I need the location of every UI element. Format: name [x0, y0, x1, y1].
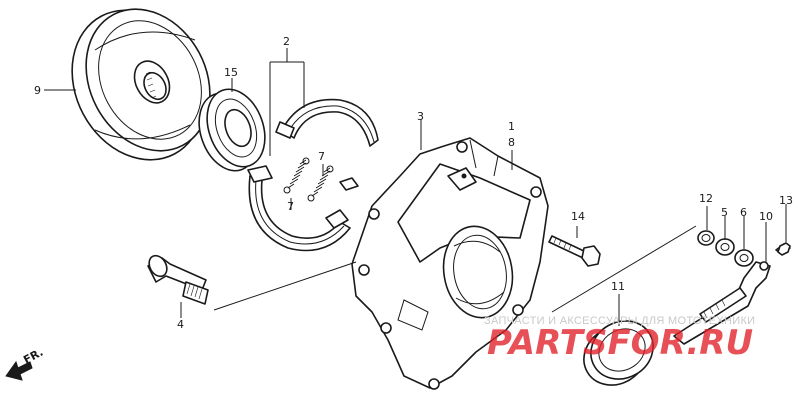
watermark: ЗАПЧАСТИ И АКСЕССУАРЫ ДЛЯ МОТОТЕХНИКИ PA…: [484, 315, 755, 363]
callout-1: 1: [508, 120, 515, 133]
callout-12: 12: [699, 192, 713, 205]
callout-5: 5: [721, 206, 728, 219]
callout-6: 6: [740, 206, 747, 219]
callout-13: 13: [779, 194, 793, 207]
bearing: [198, 88, 266, 172]
callout-3: 3: [417, 110, 424, 123]
washer-6: [734, 249, 754, 267]
callout-11: 11: [611, 280, 625, 293]
arm-bolt: [775, 242, 791, 256]
washer-12: [697, 230, 715, 246]
watermark-tagline: ЗАПЧАСТИ И АКСЕССУАРЫ ДЛЯ МОТОТЕХНИКИ: [484, 315, 755, 327]
callout-2: 2: [283, 35, 290, 48]
flange-bolt: [548, 235, 601, 267]
front-direction-indicator: FR.: [5, 346, 45, 381]
shoe-spring-left: [283, 157, 310, 194]
brake-panel-housing: [351, 137, 549, 390]
watermark-brand: PARTSFOR.RU: [487, 323, 753, 363]
callout-10: 10: [759, 210, 773, 223]
oil-seal: [583, 320, 654, 386]
brake-drum: [71, 8, 211, 161]
brake-arm: [673, 261, 771, 345]
brake-cam: [147, 254, 209, 305]
leader-lines: [44, 48, 787, 326]
arrow-icon: [5, 360, 33, 381]
brake-shoes: [247, 98, 379, 252]
callout-7-right: 7: [318, 150, 325, 163]
callouts: 2 9 15 3 1 8 7 7 4 14 12 5 6 10 13 11: [34, 35, 793, 331]
callout-15: 15: [224, 66, 238, 79]
callout-14: 14: [571, 210, 585, 223]
callout-4: 4: [177, 318, 184, 331]
callout-8: 8: [508, 136, 515, 149]
callout-7-left: 7: [287, 200, 294, 213]
callout-9: 9: [34, 84, 41, 97]
washer-5: [715, 238, 735, 256]
direction-label: FR.: [21, 346, 45, 367]
shoe-spring-right: [307, 165, 334, 202]
